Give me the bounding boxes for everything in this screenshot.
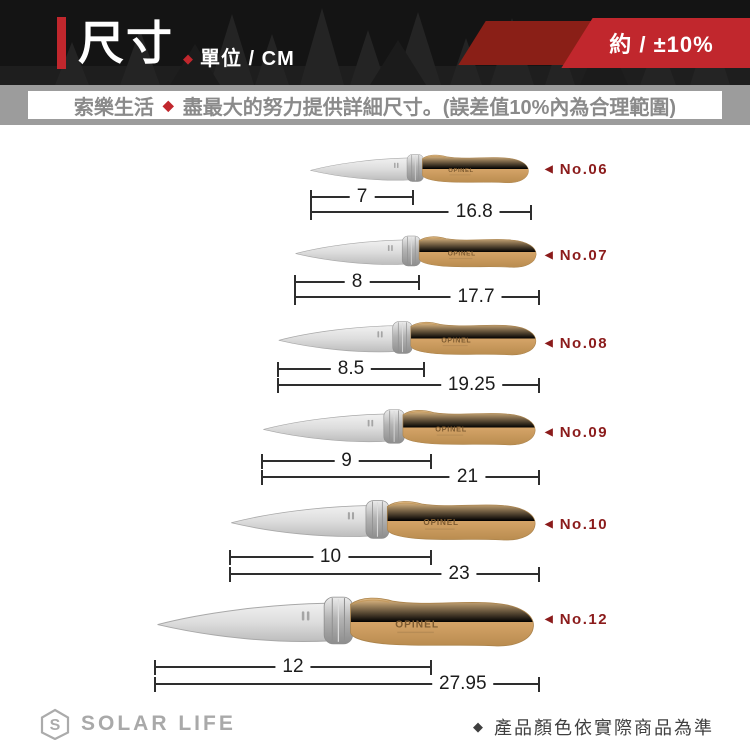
diamond-icon: ◆ — [183, 51, 193, 66]
model-number-label: ◀ No.10 — [545, 516, 608, 533]
model-number: No.08 — [559, 335, 609, 352]
left-triangle-icon: ◀ — [545, 338, 553, 349]
total-length-dimension: 16.8 — [310, 200, 532, 224]
forest-silhouette-decoration — [0, 8, 750, 85]
total-length-value: 21 — [449, 465, 486, 489]
blade-length-dimension: 8 — [294, 270, 420, 294]
blade-length-dimension: 9 — [261, 449, 432, 473]
blade-length-value: 10 — [312, 545, 349, 569]
knife-illustration-no12 — [156, 596, 535, 647]
knife-illustration-no06 — [310, 154, 529, 184]
knife-illustration-no08 — [278, 321, 537, 356]
subtitle-band: 索樂生活 ◆ 盡最大的努力提供詳細尺寸。(誤差值10%內為合理範圍) — [0, 85, 750, 125]
model-number-label: ◀ No.06 — [545, 161, 608, 178]
blade-length-value: 7 — [349, 185, 375, 209]
blade-length-dimension: 10 — [229, 545, 432, 569]
title-accent-bar — [57, 16, 66, 69]
total-length-value: 16.8 — [448, 200, 500, 224]
solar-life-logo-icon: S — [40, 708, 70, 740]
footer: S SOLAR LIFE ◆ 產品顏色依實際商品為準 — [0, 700, 750, 750]
total-length-value: 27.95 — [432, 672, 494, 696]
model-number: No.07 — [559, 247, 609, 264]
total-length-dimension: 23 — [229, 562, 540, 586]
unit-label: 單位 / CM — [200, 48, 295, 70]
subtitle-text: 盡最大的努力提供詳細尺寸。(誤差值10%內為合理範圍) — [182, 96, 677, 119]
model-number: No.09 — [559, 424, 609, 441]
footer-note: ◆ 產品顏色依實際商品為準 — [473, 714, 714, 740]
diamond-icon: ◆ — [473, 719, 485, 734]
left-triangle-icon: ◀ — [545, 250, 553, 261]
header-banner: 約 / ±10% 尺寸 ◆ 單位 / CM — [0, 0, 750, 85]
footer-note-text: 產品顏色依實際商品為準 — [494, 718, 714, 738]
model-number: No.06 — [559, 161, 609, 178]
total-length-value: 23 — [441, 562, 477, 586]
total-length-dimension: 21 — [261, 465, 540, 489]
total-length-dimension: 17.7 — [294, 285, 540, 309]
svg-text:S: S — [50, 717, 61, 734]
blade-length-value: 8 — [344, 270, 370, 294]
total-length-value: 19.25 — [440, 373, 503, 397]
knife-size-diagram: 7 16.8 ◀ No.06 8 17.7 ◀ No.07 8.5 19.25 … — [0, 125, 750, 700]
model-number-label: ◀ No.12 — [545, 611, 608, 628]
model-number-label: ◀ No.09 — [545, 424, 608, 441]
blade-length-value: 12 — [275, 655, 311, 679]
left-triangle-icon: ◀ — [545, 614, 553, 625]
diamond-icon: ◆ — [162, 96, 174, 113]
left-triangle-icon: ◀ — [545, 164, 553, 175]
brand-name: 索樂生活 — [73, 96, 154, 119]
model-number: No.12 — [559, 611, 609, 628]
tolerance-badge: 約 / ±10% — [609, 32, 714, 57]
knife-illustration-no10 — [230, 500, 536, 541]
solar-life-logo: S SOLAR LIFE — [40, 708, 236, 740]
left-triangle-icon: ◀ — [545, 427, 553, 438]
knife-illustration-no07 — [295, 235, 537, 268]
blade-length-value: 8.5 — [330, 357, 372, 381]
blade-length-dimension: 12 — [154, 655, 432, 679]
blade-length-value: 9 — [334, 449, 359, 473]
blade-length-dimension: 7 — [310, 185, 414, 209]
model-number-label: ◀ No.08 — [545, 335, 608, 352]
total-length-dimension: 27.95 — [154, 672, 540, 696]
page-title: 尺寸 — [78, 16, 174, 69]
model-number: No.10 — [559, 516, 609, 533]
total-length-dimension: 19.25 — [277, 373, 540, 397]
model-number-label: ◀ No.07 — [545, 247, 608, 264]
blade-length-dimension: 8.5 — [277, 357, 425, 381]
left-triangle-icon: ◀ — [545, 519, 553, 530]
total-length-value: 17.7 — [450, 285, 502, 309]
footer-logo-text: SOLAR LIFE — [81, 712, 236, 735]
knife-illustration-no09 — [262, 409, 536, 446]
subtitle-box: 索樂生活 ◆ 盡最大的努力提供詳細尺寸。(誤差值10%內為合理範圍) — [28, 91, 722, 119]
